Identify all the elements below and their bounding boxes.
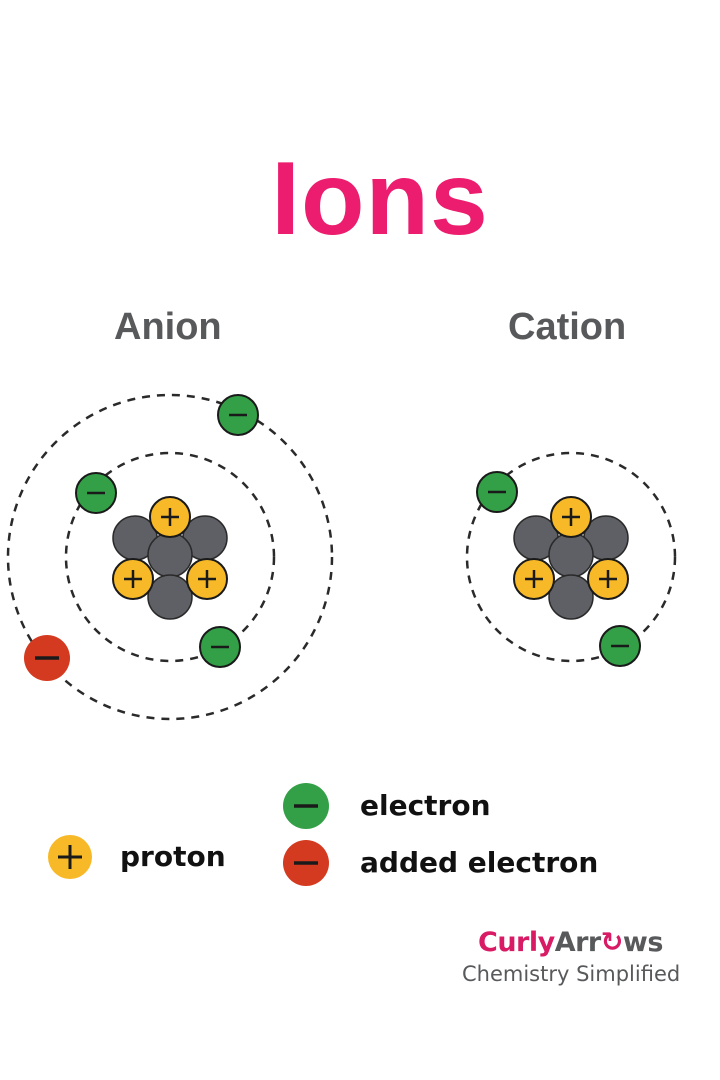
outer-shell	[6, 393, 334, 721]
legend-proton-icon	[48, 835, 92, 879]
brand-name-part1: Curly	[478, 927, 555, 958]
electron-icon	[216, 393, 260, 437]
brand-name-part3: ws	[622, 927, 664, 958]
brand-tagline: Chemistry Simplified	[462, 962, 681, 986]
page-title: Ions	[271, 141, 489, 257]
legend-added-electron-icon	[283, 840, 329, 886]
cation-heading: Cation	[508, 306, 627, 348]
cation-nucleus	[512, 495, 630, 621]
legend-electron-icon	[283, 783, 329, 829]
electron-icon	[198, 625, 242, 669]
anion-atom	[6, 393, 334, 721]
legend-proton-label: proton	[120, 840, 226, 873]
anion-nucleus	[111, 495, 229, 621]
electron-icon	[598, 624, 642, 668]
curly-arrow-icon: ↻	[600, 927, 624, 958]
legend-added-electron-label: added electron	[360, 846, 599, 879]
brand-name-part2: Arr	[554, 927, 602, 958]
electron-icon	[74, 471, 118, 515]
inner-shell	[64, 451, 276, 663]
brand-logo: CurlyArr↻ws	[478, 927, 663, 958]
electron-icon	[475, 470, 519, 514]
legend-electron-label: electron	[360, 789, 491, 822]
anion-heading: Anion	[114, 306, 222, 348]
added-electron-icon	[22, 633, 72, 683]
cation-atom	[465, 451, 677, 668]
shell	[465, 451, 677, 663]
